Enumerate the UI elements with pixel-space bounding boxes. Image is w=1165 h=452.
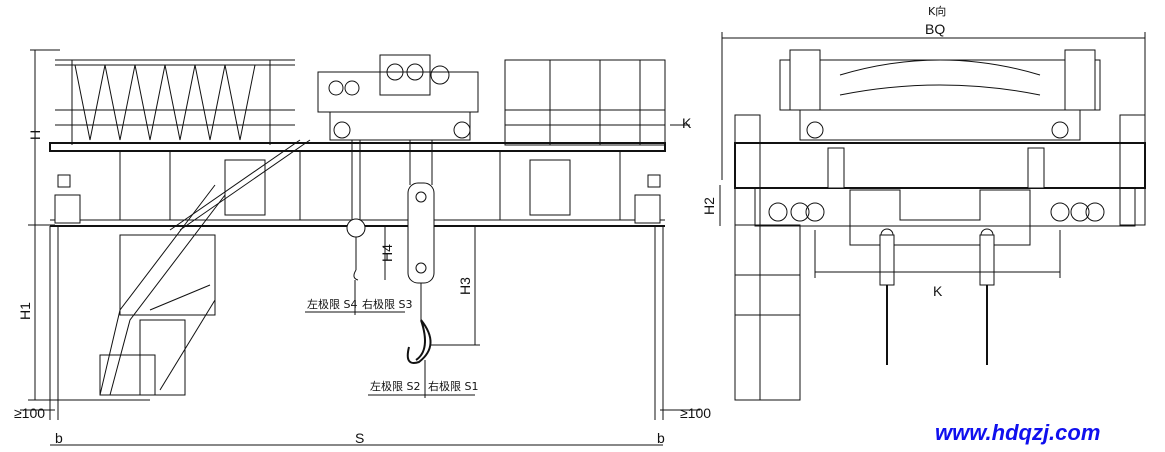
stairs-and-cab: [99, 139, 311, 396]
walkway-railing-left: [55, 59, 295, 145]
view-arrow-k: K: [682, 115, 692, 131]
dim-k: K: [933, 283, 943, 299]
side-trolley: [779, 49, 1101, 141]
side-leg: [734, 224, 801, 401]
limit-s1: 右极限 S1: [428, 379, 478, 393]
front-view: H H1 H4 H3 S b b ≥100 ≥100 左极限 S4 右极限 S3…: [14, 49, 711, 446]
dim-h4: H4: [379, 244, 395, 262]
limit-s3: 右极限 S3: [362, 297, 412, 311]
trolley: [317, 54, 479, 141]
dim-b-right: b: [657, 430, 665, 446]
dim-h3: H3: [457, 277, 473, 295]
dimensions-front: [20, 49, 700, 446]
dim-b-left: b: [55, 430, 63, 446]
dim-h1: H1: [17, 302, 33, 320]
side-girder: [734, 114, 1146, 227]
dim-clearance-right: ≥100: [680, 405, 711, 421]
main-hook: [406, 140, 435, 364]
spreader: [849, 189, 1031, 365]
dim-h: H: [27, 130, 43, 140]
limit-s2: 左极限 S2: [370, 379, 420, 393]
main-girder: [49, 142, 666, 227]
dim-bq: BQ: [925, 21, 945, 37]
dim-clearance-left: ≥100: [14, 405, 45, 421]
dim-h2: H2: [701, 197, 717, 215]
side-view: K向 BQ: [701, 4, 1146, 401]
auxiliary-hook: [346, 140, 366, 281]
watermark-url: www.hdqzj.com: [935, 420, 1101, 445]
side-view-title: K向: [928, 4, 946, 18]
dim-s: S: [355, 430, 364, 446]
walkway-railing-right: [504, 59, 666, 146]
limit-s4: 左极限 S4: [307, 297, 357, 311]
